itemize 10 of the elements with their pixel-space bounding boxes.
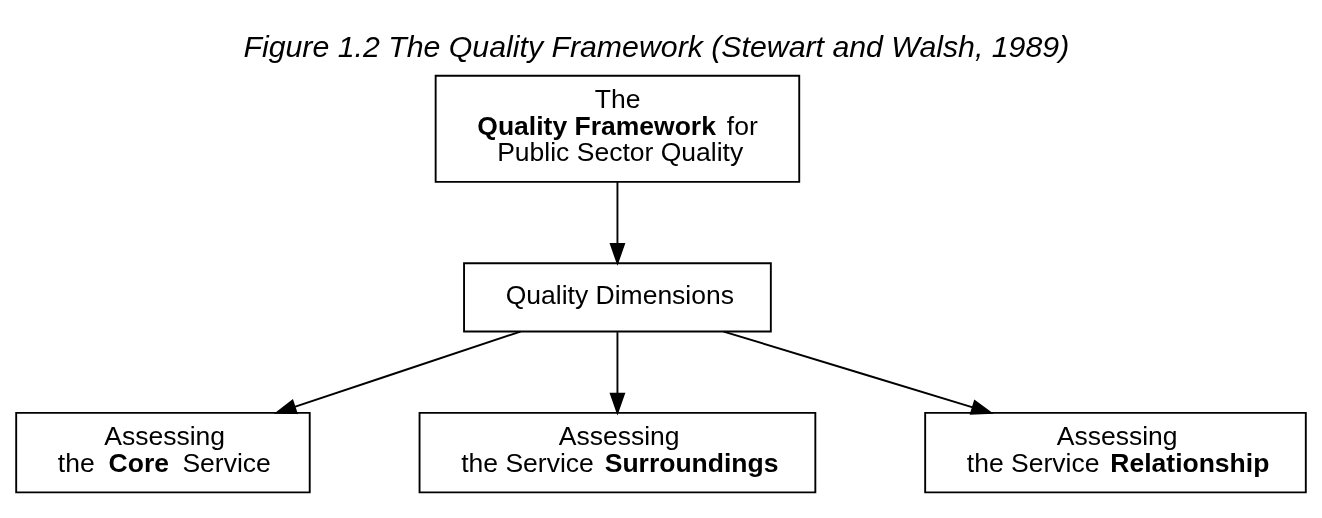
arrow bbox=[609, 330, 626, 415]
node-box: The Quality Framework for Public Sector Quality bbox=[434, 74, 801, 183]
diagram-title: Figure 1.2 The Quality Framework (Stewart and Walsh, 1989) bbox=[243, 29, 1070, 62]
node-box: Quality Dimensions bbox=[463, 261, 772, 332]
node-box: Assessing the Service Surroundings bbox=[418, 411, 817, 493]
node-box: Assessing the Service Relationship bbox=[924, 411, 1307, 493]
node-box: Assessing the Core Service bbox=[15, 411, 311, 493]
arrow bbox=[273, 330, 522, 414]
arrow bbox=[722, 330, 994, 415]
arrow bbox=[609, 180, 626, 266]
